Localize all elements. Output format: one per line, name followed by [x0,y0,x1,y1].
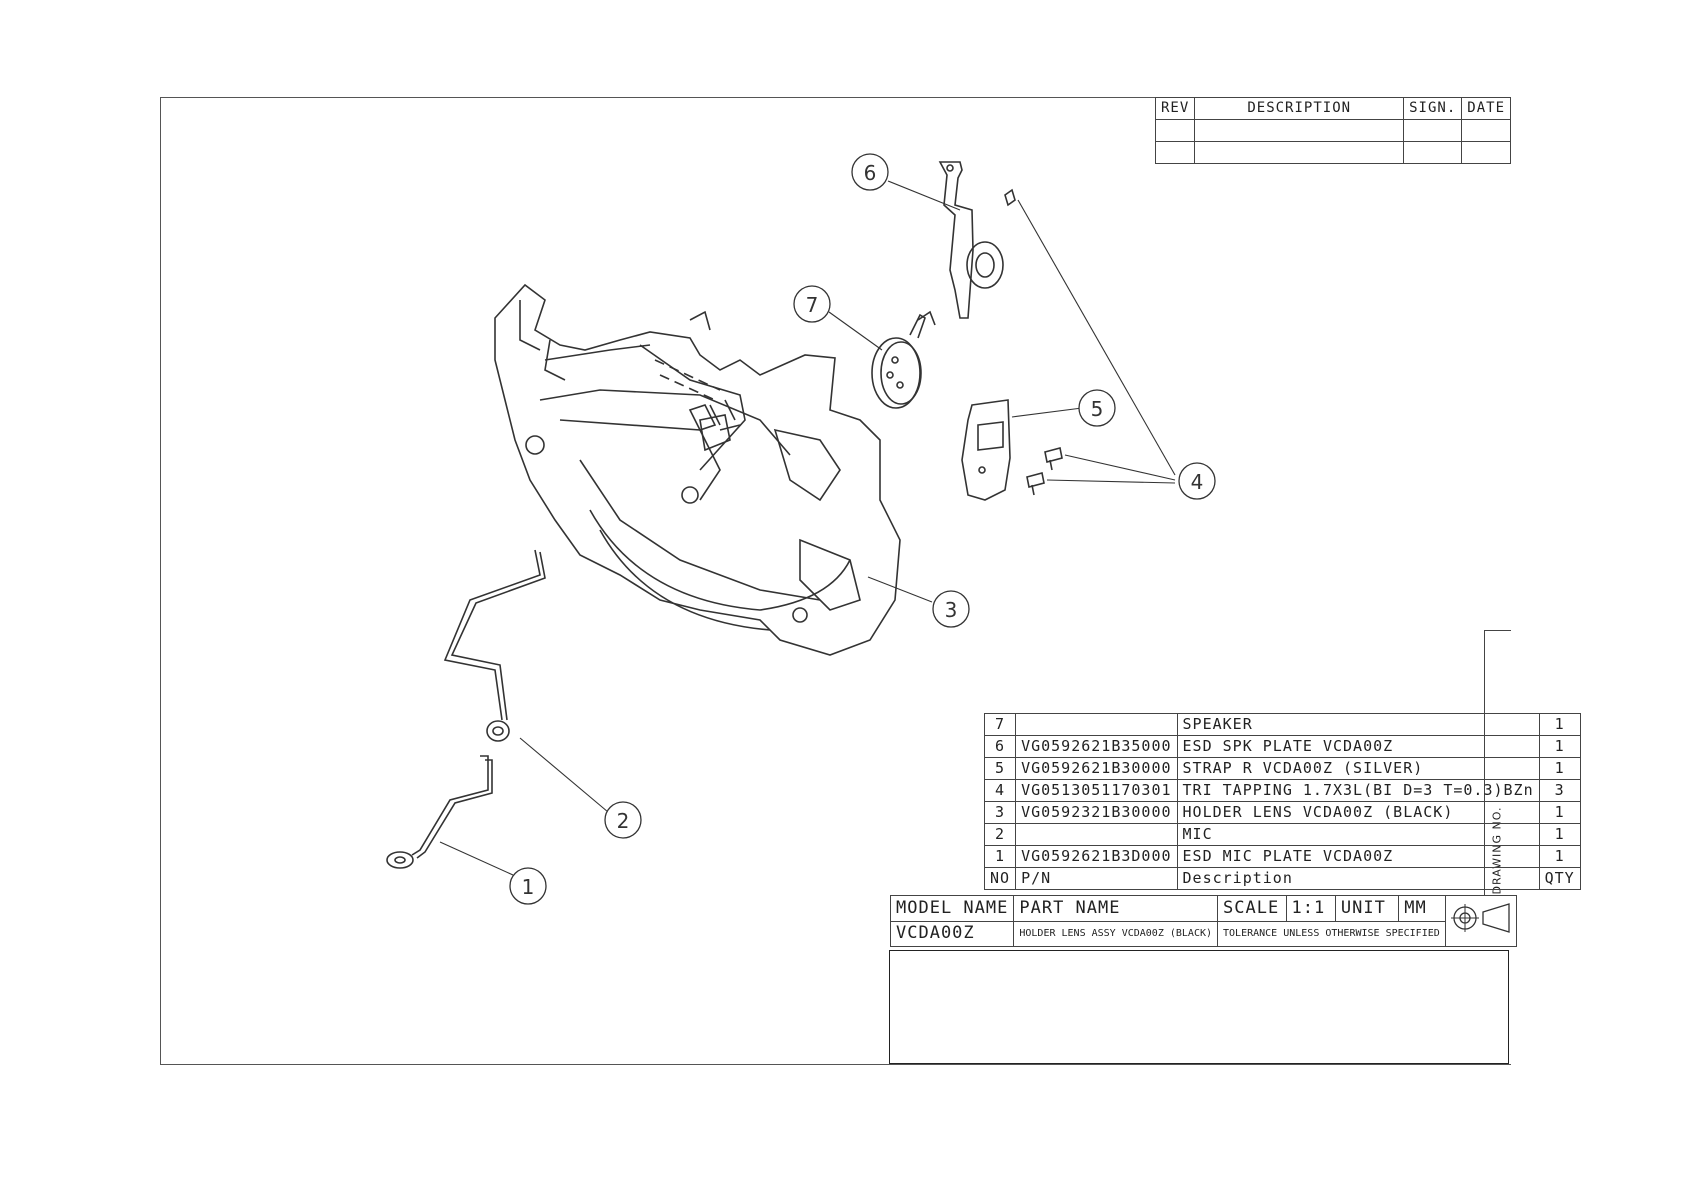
bom-part-number: VG0592621B3D000 [1015,845,1178,868]
bom-description: HOLDER LENS VCDA00Z (BLACK) [1176,801,1540,824]
bom-header-pn: P/N [1015,867,1178,890]
bom-item-no: 2 [983,823,1017,846]
callout-7 [793,285,831,323]
bom-qty: 1 [1538,757,1581,780]
bom-part-number: VG0592621B35000 [1015,735,1178,758]
bom-item-no: 4 [983,779,1017,802]
model-name-label: MODEL NAME [889,895,1015,922]
callout-5-label: 5 [1091,397,1104,421]
callout-4-label: 4 [1191,470,1204,494]
date-header: DATE [1461,97,1511,120]
unit-label: UNIT [1334,895,1400,922]
model-name-value: VCDA00Z [889,920,1015,947]
bom-qty: 1 [1538,735,1581,758]
bom-part-number: VG0592321B30000 [1015,801,1178,824]
bom-qty: 1 [1538,801,1581,824]
bom-description: SPEAKER [1176,713,1540,736]
rev-header: REV [1154,97,1196,120]
projection-symbol-icon [1444,895,1517,947]
bom-header-qty: QTY [1538,867,1581,890]
bom-qty: 1 [1538,823,1581,846]
callout-2 [604,801,642,839]
scale-value: 1:1 [1285,895,1336,922]
bom-item-no: 6 [983,735,1017,758]
part-name-value: HOLDER LENS ASSY VCDA00Z (BLACK) [1013,920,1219,947]
bom-item-no: 3 [983,801,1017,824]
speaker-part [871,310,936,409]
title-block-lower-area [889,950,1509,1064]
unit-value: MM [1398,895,1446,922]
callout-5 [1078,389,1116,427]
bom-description: ESD SPK PLATE VCDA00Z [1176,735,1540,758]
bom-header-description: Description [1176,867,1540,890]
bom-item-no: 7 [983,713,1017,736]
callout-3-label: 3 [945,598,958,622]
title-block: MODEL NAME PART NAME SCALE 1:1 UNIT MM V… [889,895,1517,947]
bom-item-no: 5 [983,757,1017,780]
bom-part-number: VG0592621B30000 [1015,757,1178,780]
bom-part-number [1015,823,1178,846]
holder-lens-part [494,283,901,656]
bom-qty: 3 [1538,779,1581,802]
revision-block: REV DESCRIPTION SIGN. DATE [1154,97,1511,164]
bom-header-no: NO [983,867,1017,890]
callout-1-label: 1 [522,875,535,899]
scale-label: SCALE [1217,895,1287,922]
esd-mic-plate-part [386,755,493,869]
leader-lines [439,180,1176,876]
esd-spk-plate-part [938,161,1016,319]
bom-item-no: 1 [983,845,1017,868]
bom-description: STRAP R VCDA00Z (SILVER) [1176,757,1540,780]
callout-6 [851,153,889,191]
callout-3 [932,590,970,628]
strap-part [961,399,1011,501]
bom-description: MIC [1176,823,1540,846]
callout-2-label: 2 [617,809,630,833]
bom-qty: 1 [1538,713,1581,736]
screw-parts [1026,447,1063,496]
sign-header: SIGN. [1403,97,1463,120]
callout-6-label: 6 [864,161,877,185]
tolerance-note: TOLERANCE UNLESS OTHERWISE SPECIFIED [1217,920,1446,947]
bom-description: ESD MIC PLATE VCDA00Z [1176,845,1540,868]
part-name-label: PART NAME [1013,895,1219,922]
drawing-sheet [160,97,1511,1065]
callout-7-label: 7 [806,293,819,317]
bom-description: TRI TAPPING 1.7X3L(BI D=3 T=0.3)BZn [1176,779,1540,802]
bom-part-number [1015,713,1178,736]
description-header: DESCRIPTION [1194,97,1405,120]
mic-part [443,549,546,742]
callout-1 [509,867,547,905]
bom-part-number: VG0513051170301 [1015,779,1178,802]
callout-4 [1178,462,1216,500]
bom-qty: 1 [1538,845,1581,868]
